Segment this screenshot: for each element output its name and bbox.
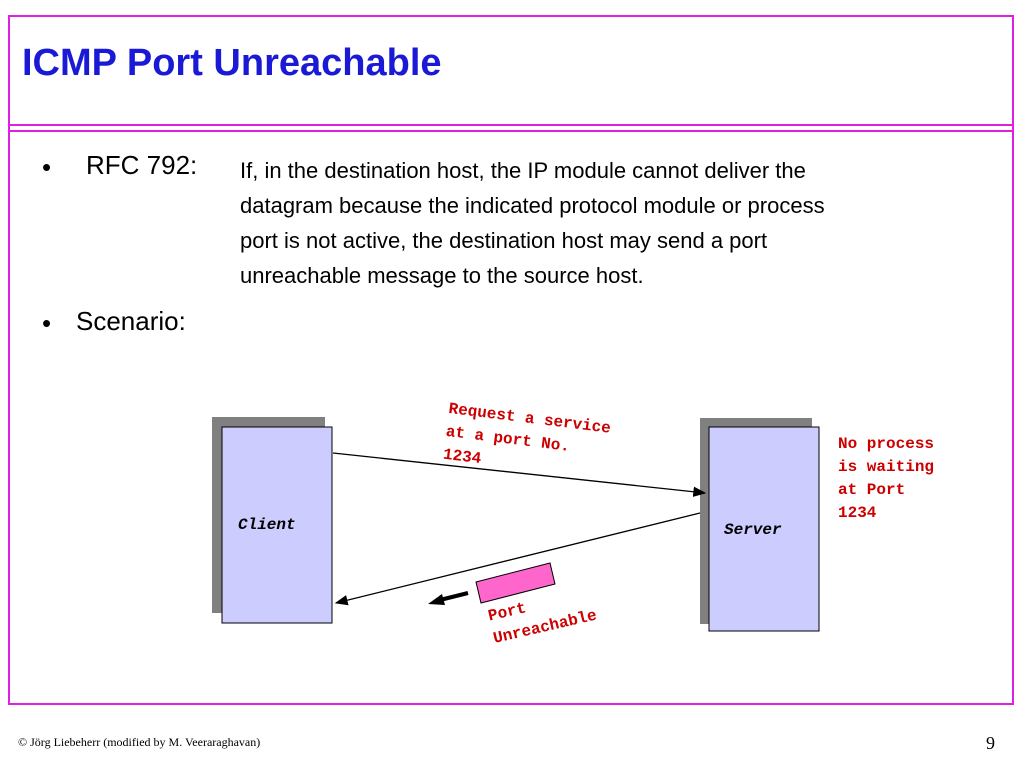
request-arrow xyxy=(332,452,707,497)
server-annotation: No process is waiting at Port 1234 xyxy=(838,435,935,522)
title-divider-top xyxy=(10,124,1012,126)
footer-copyright: © Jörg Liebeherr (modified by M. Veerara… xyxy=(18,735,261,749)
client-label: Client xyxy=(238,516,296,534)
title-divider-bottom xyxy=(10,130,1012,132)
slide-frame xyxy=(8,15,1014,705)
server-box xyxy=(708,426,820,632)
rfc-text: If, in the destination host, the IP modu… xyxy=(240,158,825,288)
slide-title: ICMP Port Unreachable xyxy=(22,42,442,84)
scenario-label: Scenario: xyxy=(76,306,186,336)
direction-arrow-head xyxy=(428,594,445,605)
unreachable-packet xyxy=(475,562,556,604)
reply-arrow xyxy=(334,512,701,606)
server-label: Server xyxy=(724,521,782,539)
rfc-label: RFC 792: xyxy=(86,150,198,180)
bullet-rfc: • xyxy=(42,152,52,182)
bullet-scenario: • xyxy=(42,308,52,338)
direction-arrow-shaft xyxy=(439,591,469,602)
page-number: 9 xyxy=(986,733,995,753)
client-box xyxy=(221,426,333,624)
